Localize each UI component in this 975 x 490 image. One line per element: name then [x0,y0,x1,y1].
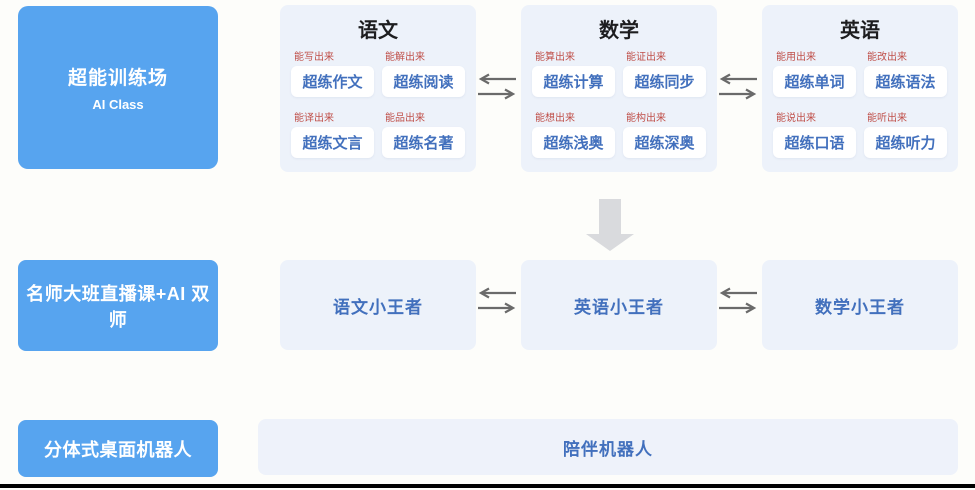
companion-robot-box: 陪伴机器人 [258,419,958,475]
ability-tag: 能品出来 [385,113,425,124]
subject-title: 语文 [358,20,398,42]
practice-group: 能证出来 超练同步 [623,48,706,97]
ability-tag: 能说出来 [776,113,816,124]
ability-tag: 能用出来 [776,52,816,63]
practice-chip: 超练名著 [382,127,465,158]
practice-group: 能说出来 超练口语 [773,109,856,158]
card-live-class: 名师大班直播课+AI 双师 [18,260,218,351]
practice-group: 能算出来 超练计算 [532,48,615,97]
subject-panel-chinese: 语文 能写出来 超练作文 能解出来 超练阅读 能译出来 超练文言 能品出来 超练… [280,5,476,172]
practice-chip: 超练阅读 [382,66,465,97]
practice-chip: 超练同步 [623,66,706,97]
practice-group: 能听出来 超练听力 [864,109,947,158]
practice-chip: 超练单词 [773,66,856,97]
down-arrow-icon [586,199,634,251]
practice-chip: 超练作文 [291,66,374,97]
practice-chip: 超练文言 [291,127,374,158]
swap-arrows-icon [477,286,517,316]
swap-arrows-icon [718,286,758,316]
practice-group: 能用出来 超练单词 [773,48,856,97]
practice-group: 能品出来 超练名著 [382,109,465,158]
ability-tag: 能想出来 [535,113,575,124]
champion-box-chinese: 语文小王者 [280,260,476,350]
practice-group: 能解出来 超练阅读 [382,48,465,97]
champion-box-english: 英语小王者 [521,260,717,350]
practice-grid: 能写出来 超练作文 能解出来 超练阅读 能译出来 超练文言 能品出来 超练名著 [291,48,465,158]
subject-title: 数学 [599,20,639,42]
subject-panel-english: 英语 能用出来 超练单词 能改出来 超练语法 能说出来 超练口语 能听出来 超练… [762,5,958,172]
practice-chip: 超练深奥 [623,127,706,158]
ability-tag: 能证出来 [626,52,666,63]
practice-group: 能构出来 超练深奥 [623,109,706,158]
practice-group: 能写出来 超练作文 [291,48,374,97]
practice-chip: 超练计算 [532,66,615,97]
ability-tag: 能写出来 [294,52,334,63]
practice-group: 能想出来 超练浅奥 [532,109,615,158]
practice-chip: 超练语法 [864,66,947,97]
champion-label: 英语小王者 [574,297,664,317]
practice-group: 能改出来 超练语法 [864,48,947,97]
subject-panel-math: 数学 能算出来 超练计算 能证出来 超练同步 能想出来 超练浅奥 能构出来 超练… [521,5,717,172]
practice-group: 能译出来 超练文言 [291,109,374,158]
ability-tag: 能解出来 [385,52,425,63]
champion-label: 语文小王者 [333,297,423,317]
practice-grid: 能用出来 超练单词 能改出来 超练语法 能说出来 超练口语 能听出来 超练听力 [773,48,947,158]
ability-tag: 能算出来 [535,52,575,63]
champion-label: 数学小王者 [815,297,905,317]
bottom-divider [0,484,975,488]
ability-tag: 能改出来 [867,52,907,63]
champion-box-math: 数学小王者 [762,260,958,350]
companion-robot-label: 陪伴机器人 [563,439,653,459]
practice-grid: 能算出来 超练计算 能证出来 超练同步 能想出来 超练浅奥 能构出来 超练深奥 [532,48,706,158]
card-ai-training-ground-subtitle: AI Class [92,97,144,112]
card-desktop-robot: 分体式桌面机器人 [18,420,218,477]
card-ai-training-ground: 超能训练场 AI Class [18,6,218,169]
card-ai-training-ground-title: 超能训练场 [67,68,168,89]
swap-arrows-icon [477,72,517,102]
practice-chip: 超练口语 [773,127,856,158]
card-live-class-label: 名师大班直播课+AI 双师 [26,283,210,330]
ability-tag: 能构出来 [626,113,666,124]
practice-chip: 超练浅奥 [532,127,615,158]
ability-tag: 能听出来 [867,113,907,124]
card-desktop-robot-label: 分体式桌面机器人 [44,439,192,460]
subject-title: 英语 [840,20,880,42]
ability-tag: 能译出来 [294,113,334,124]
swap-arrows-icon [718,72,758,102]
practice-chip: 超练听力 [864,127,947,158]
